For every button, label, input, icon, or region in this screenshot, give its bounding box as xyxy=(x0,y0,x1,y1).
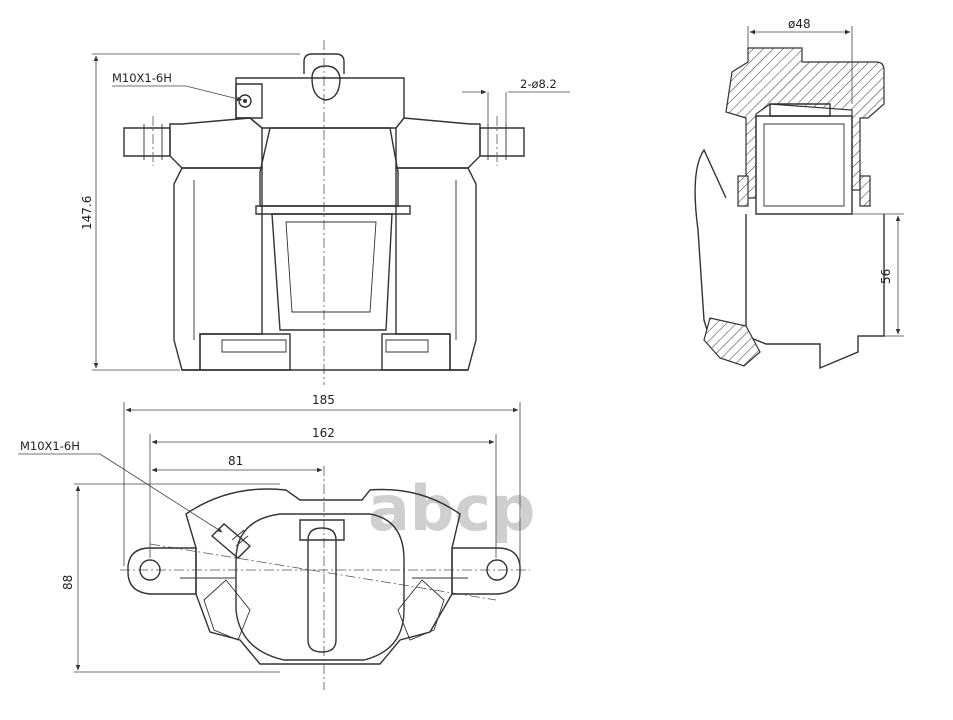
section-view: ø48 56 xyxy=(694,17,904,370)
holes-label: 2-ø8.2 xyxy=(520,77,557,91)
bottom-view: abcp M10X1-6H 185 162 xyxy=(18,393,535,690)
piston-depth-label: 56 xyxy=(879,269,893,284)
height-dimension-label: 147.6 xyxy=(80,196,94,230)
front-view: 147.6 M10X1-6H 2-ø8.2 xyxy=(80,40,570,385)
thread-top-label: M10X1-6H xyxy=(112,71,172,85)
hole-spacing-label: 162 xyxy=(312,426,335,440)
overall-width-label: 185 xyxy=(312,393,335,407)
depth-dimension-label: 88 xyxy=(61,575,75,590)
bore-diameter-label: ø48 xyxy=(788,17,811,31)
thread-bottom-label: M10X1-6H xyxy=(20,439,80,453)
center-offset-label: 81 xyxy=(228,454,243,468)
